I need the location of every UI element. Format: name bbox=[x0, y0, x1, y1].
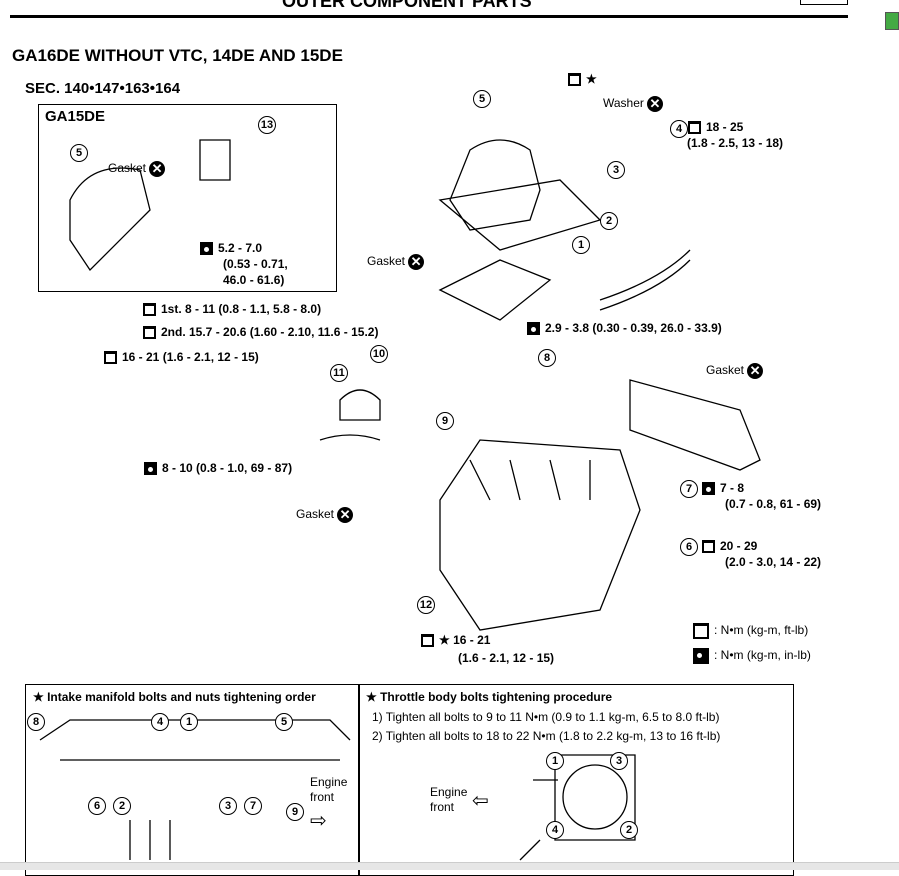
step-1: 1) Tighten all bolts to 9 to 11 N•m (0.9… bbox=[372, 710, 720, 724]
inset-drawing bbox=[69, 139, 231, 272]
header-rule bbox=[10, 15, 848, 18]
intake-order-title: ★ Intake manifold bolts and nuts tighten… bbox=[33, 690, 316, 704]
tb-order-3: 3 bbox=[610, 752, 628, 770]
arrow-left-icon: ⇦ bbox=[472, 790, 489, 812]
part-6: 6 bbox=[680, 538, 698, 556]
part-9: 9 bbox=[436, 412, 454, 430]
replace-icon: ✕ bbox=[149, 161, 166, 177]
replace-icon: ✕ bbox=[646, 96, 663, 112]
part-1: 1 bbox=[572, 236, 590, 254]
inset-gasket-label: Gasket✕ bbox=[108, 161, 166, 177]
tb-order-4: 4 bbox=[546, 821, 564, 839]
throttle-procedure-title: ★ Throttle body bolts tightening procedu… bbox=[366, 690, 613, 704]
torque-8-10: 8 - 10 (0.8 - 1.0, 69 - 87) bbox=[144, 461, 292, 476]
order-8: 8 bbox=[27, 713, 45, 731]
manifold-drawing bbox=[439, 439, 641, 631]
page-title: GA16DE WITHOUT VTC, 14DE AND 15DE bbox=[12, 46, 343, 65]
egr-drawing bbox=[319, 389, 381, 441]
replace-icon: ✕ bbox=[337, 507, 354, 523]
order-6: 6 bbox=[88, 797, 106, 815]
torque-star-16-21: ★ 16 - 21(1.6 - 2.1, 12 - 15) bbox=[421, 631, 554, 667]
washer-label: Washer✕ bbox=[603, 96, 663, 112]
part-10: 10 bbox=[370, 345, 388, 363]
tb-order-1: 1 bbox=[546, 752, 564, 770]
throttle-body-drawing bbox=[438, 139, 602, 251]
torque-2-9: 2.9 - 3.8 (0.30 - 0.39, 26.0 - 33.9) bbox=[527, 321, 722, 336]
torque-in-lb-icon bbox=[702, 482, 715, 496]
gasket-right-drawing bbox=[629, 379, 761, 471]
inset-label: GA15DE bbox=[45, 108, 106, 125]
gasket-drawing bbox=[438, 259, 552, 321]
part-5: 5 bbox=[473, 90, 491, 108]
part-11: 11 bbox=[330, 364, 348, 382]
legend-in-lb: : N•m (kg-m, in-lb) bbox=[693, 648, 811, 664]
order-4: 4 bbox=[151, 713, 169, 731]
part-13-inset: 13 bbox=[258, 116, 276, 134]
inset-torque: 5.2 - 7.0(0.53 - 0.71,46.0 - 61.6) bbox=[200, 240, 288, 288]
bottom-throttle-drawing bbox=[554, 754, 636, 841]
torque-in-lb-icon bbox=[200, 242, 213, 256]
torque-in-lb-icon bbox=[527, 322, 540, 336]
torque-in-lb-icon bbox=[144, 462, 157, 476]
hose-drawing bbox=[599, 249, 691, 311]
torque-ft-lb-icon bbox=[688, 121, 701, 135]
section-codes: SEC. 140•147•163•164 bbox=[25, 80, 181, 97]
torque-ft-lb-icon bbox=[568, 73, 581, 87]
part-8: 8 bbox=[538, 349, 556, 367]
order-5: 5 bbox=[275, 713, 293, 731]
step-2: 2) Tighten all bolts to 18 to 22 N•m (1.… bbox=[372, 729, 721, 743]
bottom-manifold-drawing bbox=[39, 719, 351, 860]
torque-20-29: 20 - 29(2.0 - 3.0, 14 - 22) bbox=[702, 538, 821, 570]
gasket-label-throttle: Gasket✕ bbox=[367, 254, 425, 270]
legend-ft-lb: : N•m (kg-m, ft-lb) bbox=[693, 623, 808, 639]
torque-ft-lb-icon bbox=[143, 326, 156, 340]
torque-ft-lb-icon bbox=[104, 351, 117, 365]
torque-1st: 1st. 8 - 11 (0.8 - 1.1, 5.8 - 8.0) bbox=[143, 302, 321, 317]
torque-ft-lb-icon bbox=[143, 303, 156, 317]
arrow-right-icon: ⇨ bbox=[310, 810, 327, 832]
torque-4: 18 - 25(1.8 - 2.5, 13 - 18) bbox=[687, 120, 784, 150]
ga15de-inset bbox=[38, 104, 337, 292]
order-9: 9 bbox=[286, 803, 304, 821]
horizontal-scrollbar[interactable] bbox=[0, 862, 899, 870]
torque-16-21: 16 - 21 (1.6 - 2.1, 12 - 15) bbox=[104, 350, 259, 365]
gasket-label-manifold: Gasket✕ bbox=[706, 363, 764, 379]
replace-icon: ✕ bbox=[408, 254, 425, 270]
part-7: 7 bbox=[680, 480, 698, 498]
part-4: 4 bbox=[670, 120, 688, 138]
part-3: 3 bbox=[607, 161, 625, 179]
order-1: 1 bbox=[180, 713, 198, 731]
torque-ft-lb-icon bbox=[693, 623, 709, 639]
section-header: OUTER COMPONENT PARTS bbox=[282, 0, 532, 11]
order-2: 2 bbox=[113, 797, 131, 815]
part-2: 2 bbox=[600, 212, 618, 230]
gasket-label-egr: Gasket✕ bbox=[296, 507, 354, 523]
torque-ft-lb-icon bbox=[702, 540, 715, 554]
part-12: 12 bbox=[417, 596, 435, 614]
star-torque-label: ★ bbox=[568, 72, 597, 87]
part-5-inset: 5 bbox=[70, 144, 88, 162]
torque-in-lb-icon bbox=[693, 648, 709, 664]
torque-7-8: 7 - 8(0.7 - 0.8, 61 - 69) bbox=[702, 480, 821, 512]
torque-2nd: 2nd. 15.7 - 20.6 (1.60 - 2.10, 11.6 - 15… bbox=[143, 325, 378, 340]
order-3: 3 bbox=[219, 797, 237, 815]
torque-ft-lb-icon bbox=[421, 634, 434, 648]
order-7: 7 bbox=[244, 797, 262, 815]
replace-icon: ✕ bbox=[747, 363, 764, 379]
header-tab bbox=[800, 0, 848, 5]
tb-order-2: 2 bbox=[620, 821, 638, 839]
